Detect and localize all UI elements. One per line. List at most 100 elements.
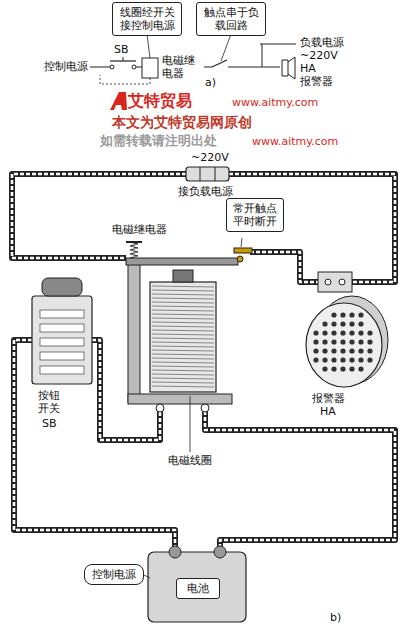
switch-terminal: [110, 65, 114, 69]
coil-winding: [152, 366, 214, 367]
fixed-contact: [234, 248, 252, 253]
coil-winding: [152, 346, 214, 347]
moving-contact: [237, 256, 243, 262]
watermark-logo: [110, 92, 127, 110]
alarm-hole: [349, 312, 354, 317]
coil-winding: [152, 294, 214, 295]
switch-screw: [40, 352, 84, 360]
switch-screw: [40, 338, 84, 346]
callout-box: 常开触点平时断开: [226, 198, 284, 232]
switch-body: [32, 296, 92, 384]
callout-box: 触点串于负载回路: [196, 2, 266, 36]
symbol-name: SB: [42, 418, 57, 431]
alarm-hole: [322, 339, 327, 344]
coil-winding: [152, 362, 214, 363]
coil-winding: [152, 318, 214, 319]
alarm-hole: [340, 330, 345, 335]
switch-button: [42, 278, 82, 296]
alarm-screw: [339, 279, 345, 285]
coil-winding: [152, 286, 214, 287]
relay-spring: [130, 242, 138, 258]
alarm-hole: [322, 330, 327, 335]
wire: [205, 410, 395, 548]
schematic-wire: [90, 67, 110, 68]
callout-text: 线圈经开关接控制电源: [117, 6, 177, 32]
coil-symbol: [142, 58, 158, 78]
coil-winding: [152, 334, 214, 335]
alarm-hole: [331, 348, 336, 353]
alarm-hole: [331, 357, 336, 362]
alarm-hole: [331, 366, 336, 371]
symbol-name: HA: [300, 63, 316, 76]
alarm-face: [306, 303, 382, 387]
alarm-hole: [367, 348, 372, 353]
alarm-hole: [313, 330, 318, 335]
wire-braid: [205, 410, 395, 548]
callout-box: 线圈经开关接控制电源: [112, 2, 182, 36]
switch-symbol: [123, 57, 124, 61]
alarm-hole: [358, 312, 363, 317]
schematic-wire: [260, 44, 296, 45]
coil-winding: [152, 302, 214, 303]
contact-symbol: [212, 60, 227, 67]
wire-braid: [12, 174, 186, 258]
coil-winding: [152, 330, 214, 331]
alarm-hole: [340, 339, 345, 344]
wire: [250, 252, 318, 282]
plug: [186, 167, 229, 181]
coil-terminal: [201, 404, 209, 412]
plug-pin: [215, 167, 216, 181]
coil-winding: [152, 338, 214, 339]
coil-winding: [152, 358, 214, 359]
leader-line: [144, 575, 150, 578]
coil-winding: [152, 382, 214, 383]
alarm-hole: [322, 321, 327, 326]
relay-coil: [150, 282, 216, 392]
alarm-hole: [349, 366, 354, 371]
wire: [12, 174, 186, 258]
alarm-terminal-block: [318, 272, 352, 292]
alarm-hole: [331, 339, 336, 344]
coil-terminal: [156, 404, 164, 412]
coil-winding: [152, 342, 214, 343]
alarm-hole: [358, 348, 363, 353]
voltage-label: ~220V: [191, 152, 229, 165]
alarm-hole: [349, 348, 354, 353]
coil-winding: [152, 310, 214, 311]
battery: [148, 552, 246, 622]
part-label: 接负载电源: [178, 186, 233, 199]
voltage-label: ~220V: [300, 50, 338, 63]
leader-line: [147, 34, 150, 58]
spring-bracket: [126, 241, 142, 243]
watermark: 本文为艾特贸易网原创: [112, 114, 252, 130]
alarm-hole: [340, 366, 345, 371]
callout-box: 控制电源: [84, 564, 144, 585]
alarm-hole: [313, 357, 318, 362]
plug-pin: [200, 167, 201, 181]
alarm-hole: [358, 321, 363, 326]
coil-winding: [152, 314, 214, 315]
relay-armature: [126, 258, 238, 265]
alarm-hole: [313, 348, 318, 353]
alarm-hole: [340, 312, 345, 317]
part-label: 按钮开关: [38, 390, 63, 415]
alarm-hole: [349, 321, 354, 326]
watermark: www.aitmy.com: [252, 136, 338, 149]
alarm-screw: [325, 279, 331, 285]
relay-yoke: [128, 262, 140, 402]
leader-line: [241, 238, 242, 247]
coil-winding: [152, 322, 214, 323]
coil-winding: [152, 326, 214, 327]
alarm-hole: [349, 357, 354, 362]
schematic-wire: [136, 67, 142, 68]
leader-line: [190, 396, 191, 452]
part-label: 报警器: [300, 76, 333, 89]
callout-text: 触点串于负载回路: [201, 6, 261, 32]
alarm-hole: [349, 339, 354, 344]
alarm-hole: [340, 357, 345, 362]
part-label: 控制电源: [44, 61, 88, 74]
symbol-name: HA: [320, 406, 336, 419]
alarm-hole: [367, 330, 372, 335]
relay-base: [128, 394, 232, 404]
battery-terminal: [214, 546, 226, 558]
